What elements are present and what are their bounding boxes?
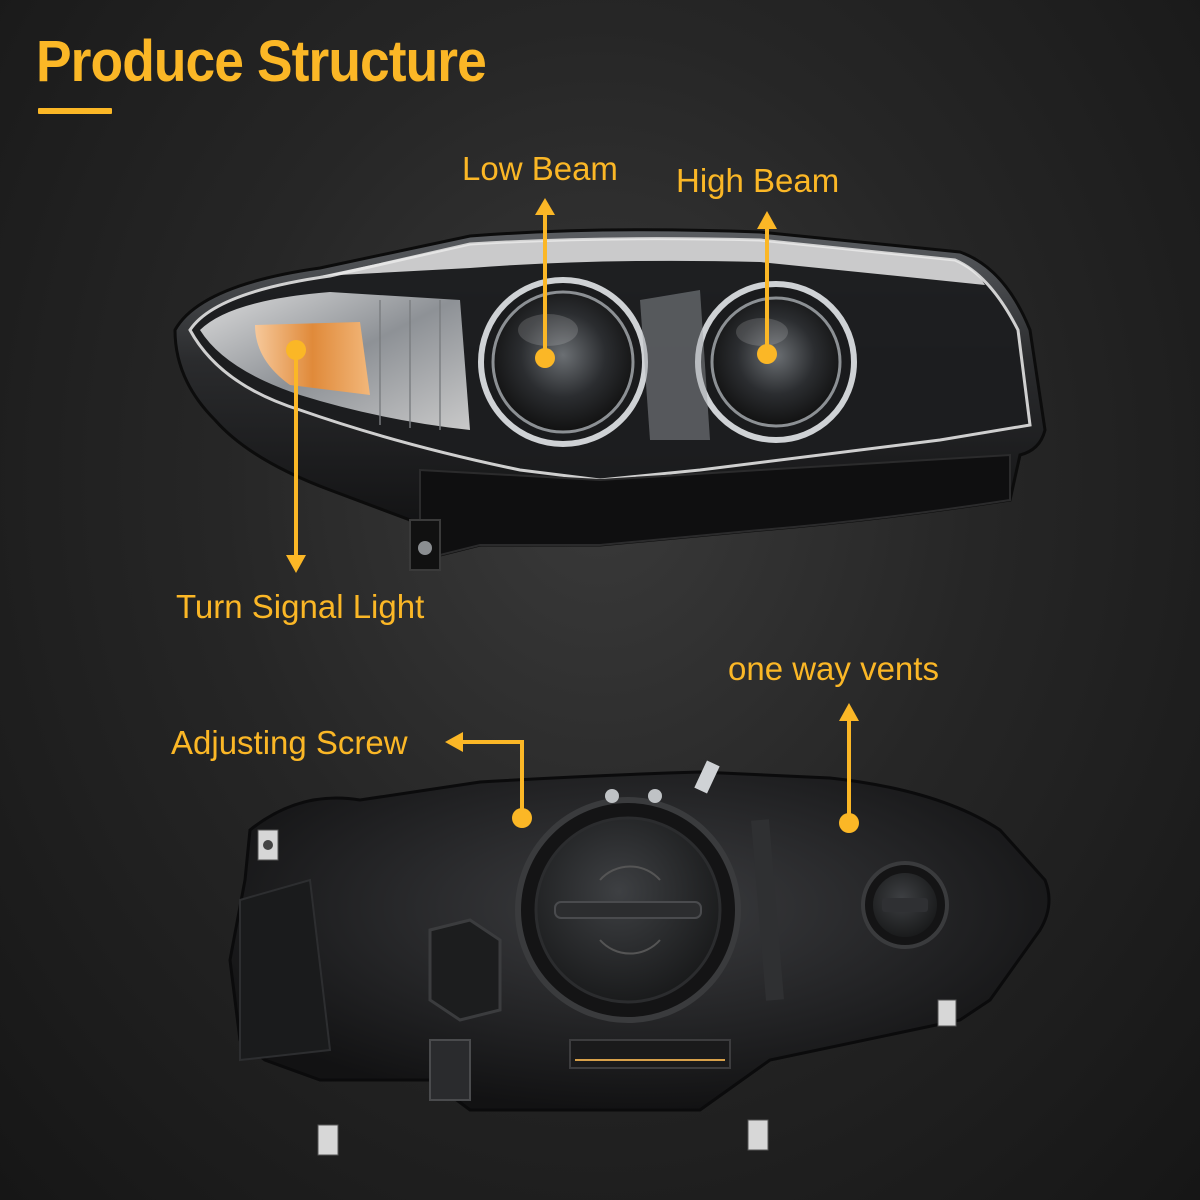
callout-one-way-vents <box>839 703 859 833</box>
label-one-way-vents: one way vents <box>728 650 939 687</box>
label-low-beam: Low Beam <box>462 150 618 187</box>
title-underline <box>38 108 112 114</box>
label-adjusting-screw: Adjusting Screw <box>171 724 408 761</box>
marker-dot <box>286 340 306 360</box>
headlight-front <box>173 228 1047 571</box>
marker-dot <box>757 344 777 364</box>
arrow-up-icon <box>535 198 555 215</box>
marker-dot <box>535 348 555 368</box>
label-turn-signal: Turn Signal Light <box>176 588 425 625</box>
marker-dot <box>839 813 859 833</box>
callout-turn-signal <box>286 340 306 573</box>
callout-low-beam <box>535 198 555 368</box>
arrow-left-icon <box>445 732 463 752</box>
headlight-rear <box>228 760 1051 1156</box>
arrow-up-icon <box>757 211 777 229</box>
arrow-down-icon <box>286 555 306 573</box>
marker-dot <box>512 808 532 828</box>
label-high-beam: High Beam <box>676 162 840 199</box>
callout-high-beam <box>757 211 777 364</box>
page-title: Produce Structure <box>36 29 487 94</box>
arrow-up-icon <box>839 703 859 721</box>
callout-adjusting-screw <box>445 732 532 828</box>
